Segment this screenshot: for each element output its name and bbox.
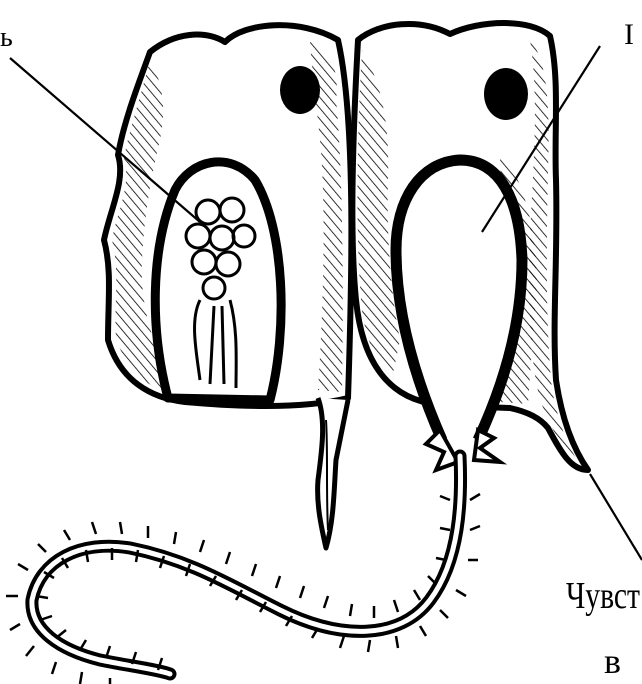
left-capsule <box>155 162 281 400</box>
left-cell-nucleus <box>280 66 320 114</box>
pointer-line-bottom-right <box>590 474 642 560</box>
label-top-right: I <box>624 18 634 52</box>
barb-right <box>474 430 500 462</box>
label-bottom-right-line2: в <box>604 640 621 682</box>
left-cell <box>104 25 351 548</box>
right-cell <box>352 23 588 470</box>
label-top-left: ь <box>0 22 13 54</box>
left-cnidocil <box>318 398 348 548</box>
right-cell-nucleus <box>484 68 528 120</box>
label-bottom-right-line1: Чувст <box>566 574 640 618</box>
ejected-thread <box>6 456 480 684</box>
